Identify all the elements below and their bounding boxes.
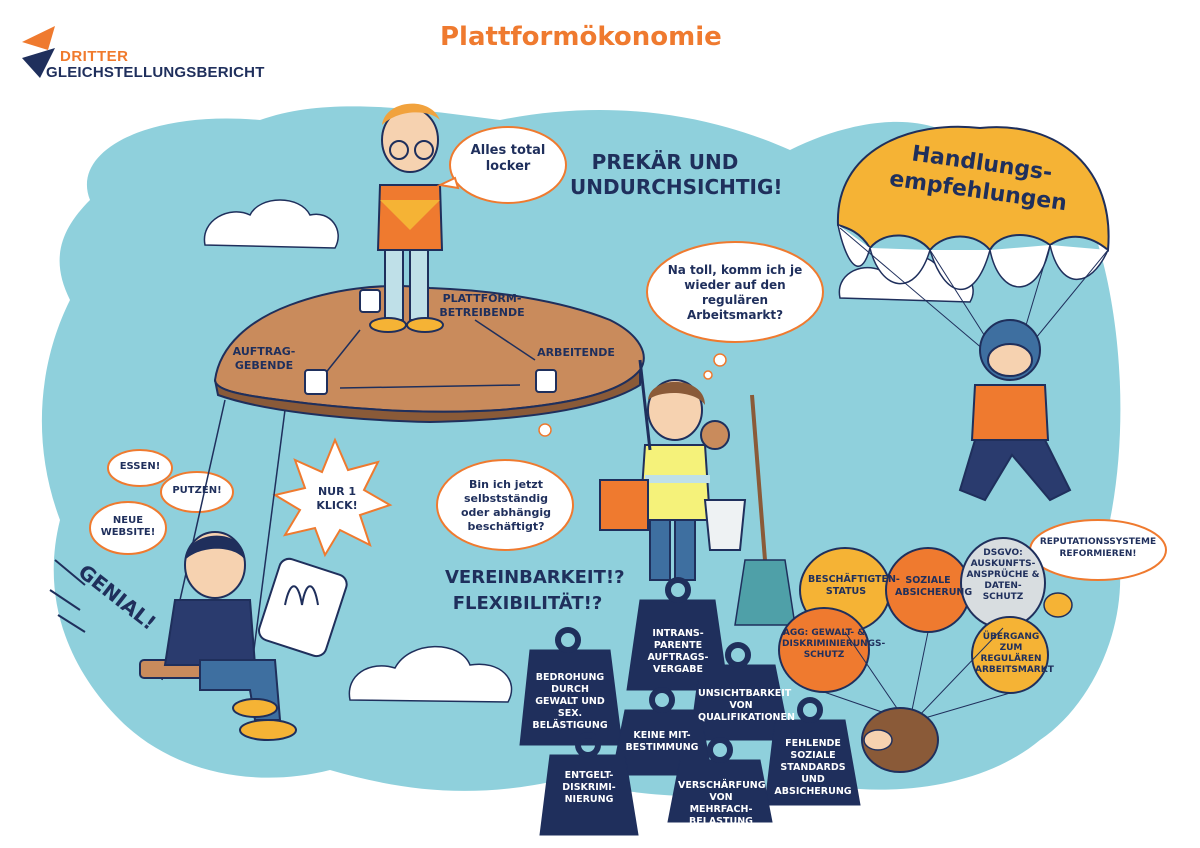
weight-fehlende-standards: FEHLENDE SOZIALE STANDARDS UND ABSICHERU… bbox=[774, 738, 852, 797]
tablet-icon bbox=[258, 557, 348, 658]
balloon-agg: AGG: GEWALT- & DISKRIMINIERUNGS-SCHUTZ bbox=[782, 628, 886, 660]
balloon-soziale-absicherung: SOZIALE ABSICHERUNG bbox=[895, 575, 973, 598]
worker-thought-bubble bbox=[646, 241, 824, 343]
reputation-text: REPUTATIONSSYSTEME REFORMIEREN! bbox=[1039, 537, 1157, 559]
label-arbeitende: ARBEITENDE bbox=[537, 346, 615, 359]
putzen-bubble bbox=[160, 471, 234, 513]
weight-entgeltdiskriminierung: ENTGELT-DISKRIMI-NIERUNG bbox=[562, 770, 616, 805]
platform-operator-figure bbox=[369, 103, 444, 333]
boss-speech-bubble bbox=[449, 126, 567, 204]
headline-text: PREKÄR UND UNDURCHSICHTIG! bbox=[570, 150, 783, 199]
weight-unsichtbarkeit: UNSICHTBARKEIT VON QUALIFIKATIONEN bbox=[698, 688, 795, 723]
parachute bbox=[836, 125, 1110, 356]
boss-speech-text: Alles total locker bbox=[470, 143, 546, 174]
weight-keine-mitbestimmung: KEINE MIT-BESTIMMUNG bbox=[625, 730, 699, 753]
motion-lines bbox=[49, 559, 86, 633]
weights-group bbox=[519, 577, 861, 836]
platform-island bbox=[213, 285, 645, 424]
website-text: NEUE WEBSITE! bbox=[100, 515, 156, 538]
essen-text: ESSEN! bbox=[119, 461, 161, 472]
bird-figure bbox=[1043, 592, 1073, 618]
weight-intransparente-vergabe: INTRANS-PARENTE AUFTRAGS-VERGABE bbox=[647, 628, 709, 675]
logo-line2: GLEICHSTELLUNGSBERICHT bbox=[46, 64, 265, 81]
label-plattformbetreibende: PLATTFORM-BETREIBENDE bbox=[439, 292, 525, 319]
balloon-dsgvo: DSGVO: AUSKUNFTS-ANSPRÜCHE & DATEN-SCHUT… bbox=[966, 548, 1040, 602]
weight-gewalt-belaestigung: BEDROHUNG DURCH GEWALT UND SEX. BELÄSTIG… bbox=[532, 672, 608, 731]
logo-mark bbox=[22, 26, 55, 78]
putzen-text: PUTZEN! bbox=[172, 485, 222, 496]
website-bubble bbox=[89, 501, 167, 555]
label-auftraggebende: AUFTRAG-GEBENDE bbox=[232, 345, 296, 372]
status-thought-text: Bin ich jetzt selbstständig oder abhängi… bbox=[460, 478, 552, 533]
click-burst bbox=[272, 437, 393, 558]
balloon-uebergang: ÜBERGANG ZUM REGULÄREN ARBEITSMARKT bbox=[975, 632, 1054, 675]
balloons-group bbox=[778, 537, 1049, 721]
balloon-beschaeftigtenstatus: BESCHÄFTIGTEN-STATUS bbox=[808, 574, 900, 597]
vereinbarkeit-text: VEREINBARKEIT!? FLEXIBILITÄT!? bbox=[445, 567, 625, 614]
weight-mehrfachbelastung: VERSCHÄRFUNG VON MEHRFACH-BELASTUNG bbox=[678, 780, 766, 827]
page-title: Plattformökonomie bbox=[440, 22, 722, 52]
parachutist-figure bbox=[958, 319, 1072, 502]
cloud-top-left bbox=[203, 199, 339, 249]
cloud-bottom bbox=[348, 645, 513, 703]
swing-person-figure bbox=[139, 399, 297, 741]
click-text: NUR 1 KLICK! bbox=[316, 485, 358, 512]
status-thought-bubble bbox=[436, 459, 574, 551]
hedgehog-figure bbox=[861, 707, 939, 773]
logo-line1: DRITTER bbox=[60, 48, 129, 65]
worker-thought-text: Na toll, komm ich je wieder auf den regu… bbox=[667, 263, 803, 322]
essen-bubble bbox=[107, 449, 173, 487]
